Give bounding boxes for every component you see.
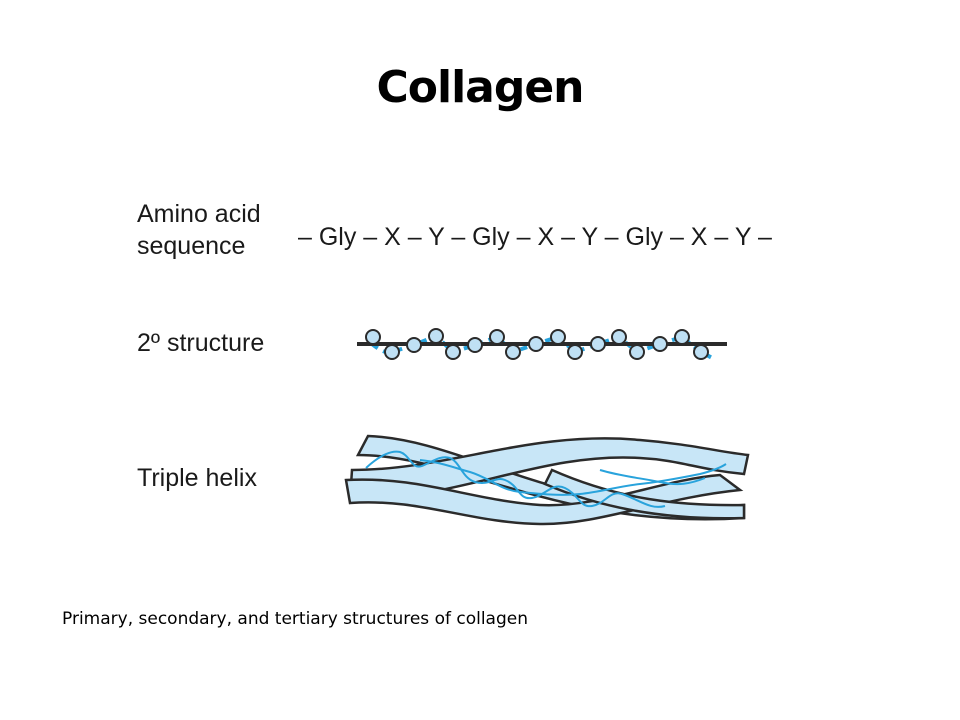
residue-bead <box>489 329 505 345</box>
residue-bead <box>693 344 709 360</box>
triple-helix-label: Triple helix <box>137 464 257 492</box>
amino-acid-label: Amino acid sequence <box>137 198 261 262</box>
residue-bead <box>467 337 483 353</box>
residue-bead <box>528 336 544 352</box>
residue-bead <box>365 329 381 345</box>
residue-bead <box>445 344 461 360</box>
residue-bead <box>652 336 668 352</box>
secondary-structure-label: 2º structure <box>137 329 265 357</box>
amino-acid-label-line2: sequence <box>137 232 246 260</box>
residue-bead <box>567 344 583 360</box>
residue-bead <box>406 337 422 353</box>
residue-bead <box>550 329 566 345</box>
amino-acid-label-line1: Amino acid <box>137 200 261 228</box>
page-title: Collagen <box>376 62 584 113</box>
residue-bead <box>629 344 645 360</box>
helix-strand <box>599 469 706 486</box>
figure-caption: Primary, secondary, and tertiary structu… <box>62 609 528 629</box>
residue-bead <box>428 328 444 344</box>
helix-strand <box>419 459 727 496</box>
residue-bead <box>505 344 521 360</box>
amino-acid-sequence: – Gly – X – Y – Gly – X – Y – Gly – X – … <box>298 223 772 251</box>
residue-beads <box>365 328 709 360</box>
helix-strand <box>365 450 666 508</box>
helix-ribbon <box>348 437 750 502</box>
residue-bead <box>611 329 627 345</box>
residue-bead <box>590 336 606 352</box>
residue-bead <box>384 344 400 360</box>
triple-helix-diagram <box>344 434 750 526</box>
residue-bead <box>674 329 690 345</box>
